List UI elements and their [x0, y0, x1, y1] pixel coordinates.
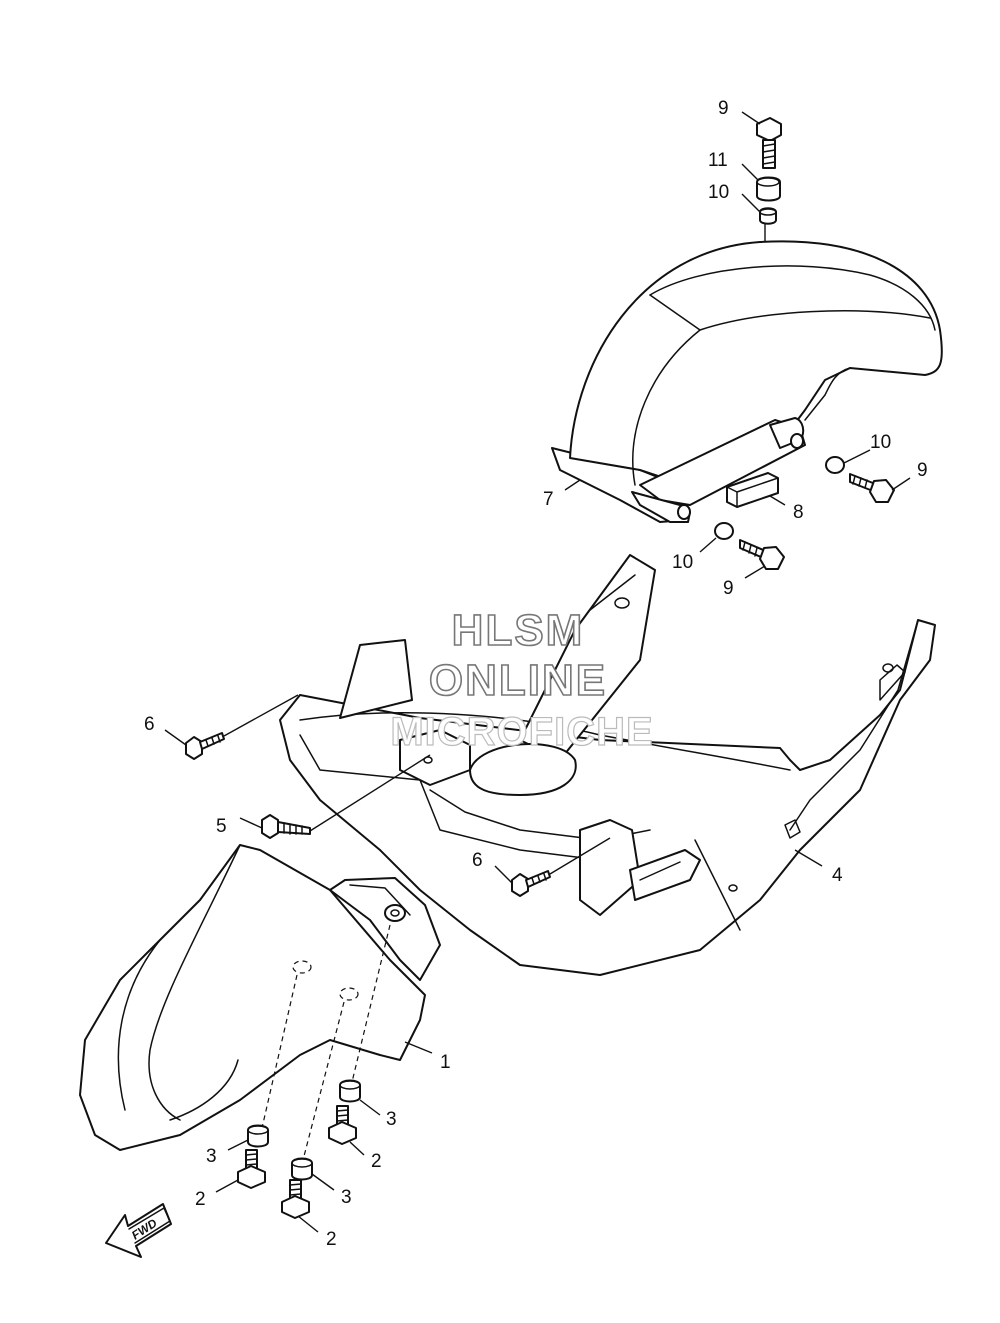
bolt-2-b[interactable]	[237, 1149, 266, 1189]
callout-6-upper[interactable]: 6	[144, 714, 155, 735]
callout-8[interactable]: 8	[793, 502, 804, 523]
front-fender[interactable]	[79, 844, 441, 1161]
callout-4[interactable]: 4	[832, 865, 843, 886]
top-collar[interactable]	[756, 176, 781, 202]
watermark-line3: MICROFICHE	[390, 710, 653, 754]
rear-bolt-right[interactable]	[849, 473, 895, 503]
callout-11[interactable]: 11	[708, 150, 728, 171]
leader-lines	[164, 111, 911, 1233]
callout-2-a[interactable]: 2	[371, 1151, 382, 1172]
top-washer[interactable]	[759, 207, 777, 225]
callout-2-c[interactable]: 2	[326, 1229, 337, 1250]
rear-washer-lower[interactable]	[714, 522, 734, 540]
rear-washer-right[interactable]	[825, 456, 845, 474]
watermark: HLSM ONLINE MICROFICHE	[390, 605, 654, 754]
callout-3-c[interactable]: 3	[341, 1187, 352, 1208]
callout-7[interactable]: 7	[543, 489, 554, 510]
callout-9-top[interactable]: 9	[718, 98, 729, 119]
collar-3-b[interactable]	[247, 1124, 269, 1148]
screw-5[interactable]	[261, 814, 311, 839]
callout-1[interactable]: 1	[440, 1052, 451, 1073]
callout-9-lower[interactable]: 9	[723, 578, 734, 599]
bolt-2-a[interactable]	[328, 1105, 357, 1145]
collar-3-a[interactable]	[339, 1079, 361, 1103]
top-bolt[interactable]	[756, 117, 782, 169]
callout-9-right[interactable]: 9	[917, 460, 928, 481]
callout-5[interactable]: 5	[216, 816, 227, 837]
callout-2-b[interactable]: 2	[195, 1189, 206, 1210]
screw-6-lower[interactable]	[511, 870, 551, 897]
callout-3-a[interactable]: 3	[386, 1109, 397, 1130]
rubber-block[interactable]	[726, 472, 779, 508]
callouts: 9 11 10 10 9 7 8 10 9 6 5 6 4 1 3 3 2 3 …	[144, 98, 928, 1250]
rear-fender[interactable]	[551, 222, 943, 523]
inner-cover[interactable]	[279, 554, 936, 976]
callout-3-b[interactable]: 3	[206, 1146, 217, 1167]
callout-6-lower[interactable]: 6	[472, 850, 483, 871]
watermark-line1: HLSM	[452, 606, 585, 655]
collar-3-c[interactable]	[291, 1157, 313, 1181]
rear-bolt-lower[interactable]	[739, 539, 785, 570]
callout-10-right[interactable]: 10	[870, 432, 891, 453]
fwd-arrow-icon: FWD	[105, 1203, 172, 1258]
callout-10-top[interactable]: 10	[708, 182, 729, 203]
bolt-2-c[interactable]	[281, 1179, 310, 1219]
screw-6-upper[interactable]	[185, 732, 225, 760]
watermark-line2: ONLINE	[429, 656, 607, 705]
callout-10-lower[interactable]: 10	[672, 552, 693, 573]
